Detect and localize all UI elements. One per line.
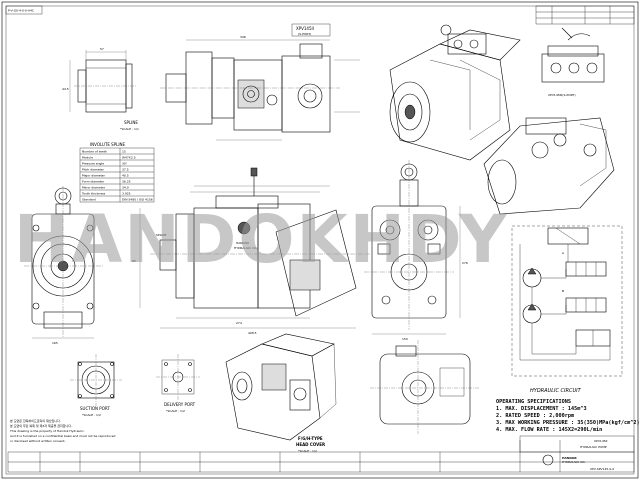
titleblock-dwg-no: XPV-SPV145-S-0 [590, 467, 614, 471]
brand-sub-label: HYDRAULIC CO. [234, 246, 258, 250]
spline-table-value: W47X2.5 [122, 155, 136, 159]
spline-table-value: 3.925 [122, 191, 131, 195]
spline-table-value: 15 [122, 149, 126, 153]
spec-line-4: 4. MAX. FLOW RATE : 145X2=290L/min [496, 427, 602, 433]
note-kr-2: 본 도면의 무단 복제 및 제3자 제공을 금지합니다. [10, 423, 72, 428]
spline-table-value: 40.5 [122, 173, 129, 177]
spec-line-2: 2. RATED SPEED : 2,000rpm [496, 413, 574, 419]
spec-line-1: 1. MAX. DISPLACEMENT : 145m^3 [496, 406, 587, 412]
isometric-pump-rear [483, 117, 615, 215]
model-tag-text: XPV145II [296, 26, 314, 31]
note-kr-1: 본 도면은 한독하이드로릭의 재산입니다. [10, 418, 61, 423]
dim-len2: 408.5 [248, 331, 257, 335]
spec-line-3: 3. MAX WORKING PRESSURE : 35(350)MPa(kgf… [496, 420, 640, 426]
company-logo-icon [542, 454, 554, 466]
spline-table-value: 36.25 [122, 179, 131, 183]
delivery-port-label: DELIVERY PORT [164, 402, 196, 407]
spline-table-value: 37.5 [122, 167, 129, 171]
model-tag-top: XPV145II (S-PORT) [291, 23, 331, 37]
dim-top-length: 346 [240, 35, 246, 39]
dim-spline-dia: 44.5 [62, 87, 69, 91]
pump-side-view: HANDOK HYDRAULIC CO. 274 408.5 80 SPLINE [132, 167, 370, 335]
head-cover-label: HEAD COVER [296, 442, 325, 447]
spline-table-key: Standard [82, 197, 96, 201]
titleblock-company: HANDOK [562, 456, 577, 460]
titleblock-model: XPV145II [594, 439, 608, 443]
model-tag-iso: XPV145III(S-PORT) [548, 93, 576, 97]
title-block: XPV145II HYDRAULIC PUMP HANDOK HYDRAULIC… [7, 435, 635, 473]
delivery-port-view [156, 354, 200, 400]
head-cover-scale: *SCALE : 1/2 [298, 449, 317, 453]
note-en-3: or disclosed without written consent. [10, 439, 66, 443]
top-left-box [5, 5, 43, 15]
brand-label: HANDOK [236, 241, 250, 245]
operating-specifications: OPERATING SPECIFICATIONS 1. MAX. DISPLAC… [496, 399, 640, 433]
spline-table-key: Pressure angle [82, 161, 104, 165]
dim-rear-height: 276 [462, 261, 468, 265]
head-cover-section-view [370, 340, 480, 434]
pump-top-view: 346 [160, 35, 360, 141]
spline-table-key: Number of teeth [82, 149, 107, 153]
suction-port-scale: *SCALE : 1/2 [82, 413, 101, 417]
titleblock-company-sub: HYDRAULIC CO. [562, 460, 586, 464]
spline-table-key: Module [82, 155, 93, 159]
note-en-2: and it is furnished on a confidential ba… [10, 434, 116, 438]
dim-front-width: 165 [52, 341, 58, 345]
inner-border [5, 5, 635, 475]
dim-spline-length: 57 [100, 47, 104, 51]
spline-table-key: Tooth thickness [81, 191, 106, 195]
dim-h1: 80 [132, 259, 136, 263]
pump-rear-view: 150 276 [364, 160, 468, 341]
spline-table-key: Pitch diameter [82, 167, 105, 171]
hydraulic-circuit-title: HYDRAULIC CIRCUIT [530, 388, 582, 394]
suction-port-view [70, 354, 122, 406]
pump-front-view: 165 [24, 186, 104, 345]
head-cover-iso-view [225, 333, 337, 441]
top-left-note: P-V-G0-4-0-0-A4C [8, 9, 34, 13]
isometric-pump-small [541, 27, 605, 83]
isometric-pump-main [389, 24, 521, 161]
spline-scale: *SCALE : 1/1 [120, 127, 139, 131]
dim-len1: 274 [236, 321, 242, 325]
spline-table-key: Form diameter [82, 179, 105, 183]
delivery-port-scale: *SCALE : 1/2 [166, 409, 185, 413]
spline-table-value: 30° [122, 161, 128, 165]
spline-table-value: DIN 5480 / ISO 4156 [122, 197, 153, 201]
spline-shaft-view: 57 44.5 [62, 47, 136, 113]
note-en-1: This drawing is the property of Handok H… [9, 429, 85, 433]
head-cover-type: F/G/H-TYPE [298, 436, 323, 441]
involute-title: INVOLUTE SPLINE [90, 142, 126, 147]
specs-title: OPERATING SPECIFICATIONS [496, 399, 571, 405]
circuit-port-b: B [562, 289, 564, 293]
spline-side-label: SPLINE [156, 233, 167, 237]
spline-table-value: 34.9 [122, 185, 129, 189]
revision-block [535, 5, 635, 25]
dim-rear-width: 150 [402, 337, 408, 341]
titleblock-name: HYDRAULIC PUMP [580, 445, 607, 449]
spline-table-key: Minor diameter [82, 185, 106, 189]
spline-label: SPLINE [124, 120, 138, 125]
watermark-text: HANDOKHDY [14, 201, 509, 278]
hydraulic-circuit-diagram: A B [511, 225, 623, 377]
model-tag-sub: (S-PORT) [298, 32, 311, 36]
circuit-port-a: A [562, 251, 565, 255]
suction-port-label: SUCTION PORT [80, 406, 110, 411]
spline-table-key: Major diameter [82, 173, 106, 177]
property-notes: 본 도면은 한독하이드로릭의 재산입니다. 본 도면의 무단 복제 및 제3자 … [9, 418, 116, 443]
